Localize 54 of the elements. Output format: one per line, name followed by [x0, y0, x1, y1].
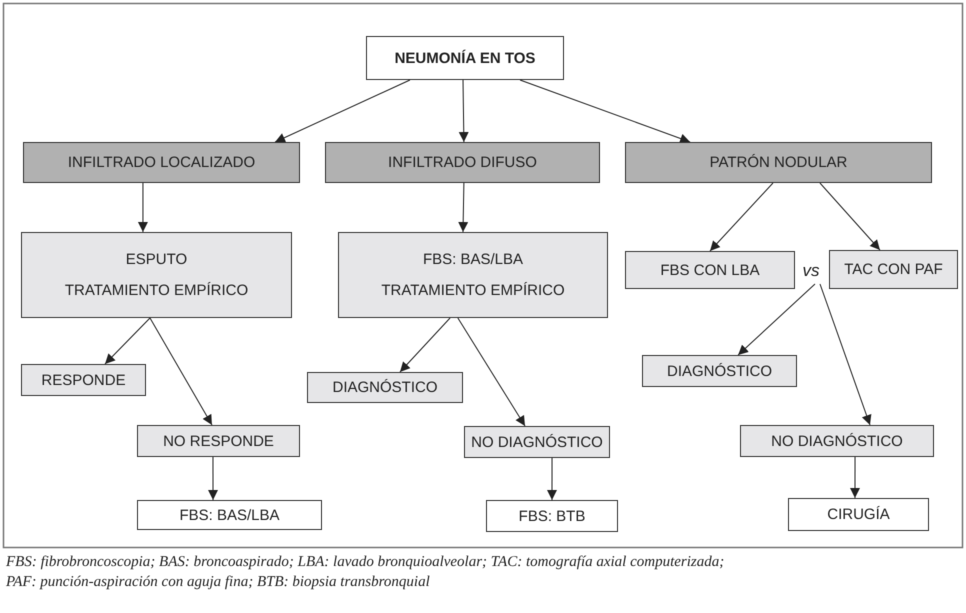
- process-box: [23, 142, 300, 183]
- box-label: TAC CON PAF: [844, 261, 943, 278]
- arrow: [208, 456, 218, 500]
- process-box: [829, 250, 958, 289]
- caption: FBS: fibrobroncoscopia; BAS: broncoaspirado; LBA: lavado bronquioalveolar; TAC: tomografía axial computerizada; PAF: punción-aspiración con aguja fina; BTB: biopsia transbronquial: [6, 553, 726, 592]
- box-label: FBS CON LBA: [660, 262, 760, 278]
- box-label: NO DIAGNÓSTICO: [471, 434, 603, 450]
- box-label: NO RESPONDE: [163, 432, 274, 450]
- arrow: [104, 318, 150, 364]
- process-box: [642, 355, 797, 387]
- arrow: [138, 182, 148, 232]
- arrow: [457, 318, 526, 426]
- box-label: FBS: BAS/LBA: [422, 251, 524, 268]
- box-label: FBS: BAS/LBA: [179, 506, 280, 524]
- arrow: [738, 284, 816, 356]
- arrow: [819, 182, 880, 250]
- box-label: INFILTRADO DIFUSO: [388, 154, 537, 171]
- arrow: [850, 456, 860, 498]
- box-label: TRATAMIENTO EMPÍRICO: [64, 282, 248, 299]
- arrow: [547, 458, 557, 500]
- versus-label: vs: [802, 261, 820, 281]
- box-label: CIRUGÍA: [827, 506, 890, 523]
- box-label: PATRÓN NODULAR: [710, 154, 848, 171]
- arrow: [399, 318, 451, 372]
- process-box: [21, 232, 292, 318]
- process-box: [625, 142, 932, 183]
- process-box: [464, 426, 610, 458]
- process-box: [788, 498, 929, 531]
- box-label: RESPONDE: [41, 372, 126, 388]
- box-label: DIAGNÓSTICO: [666, 362, 772, 380]
- box-label: NO DIAGNÓSTICO: [771, 432, 903, 450]
- arrow: [710, 182, 774, 252]
- arrow: [458, 80, 469, 142]
- process-box: [486, 500, 618, 532]
- process-box: [21, 364, 146, 396]
- box-label: ESPUTO: [126, 251, 188, 268]
- box-label: TRATAMIENTO EMPÍRICO: [381, 282, 565, 299]
- process-box: [325, 142, 600, 183]
- process-box: [137, 425, 300, 457]
- process-box: [740, 425, 934, 457]
- arrow: [458, 182, 468, 232]
- process-box: [625, 251, 795, 289]
- arrow: [150, 318, 212, 426]
- process-box: [137, 500, 322, 530]
- box-label: FBS: BTB: [518, 508, 586, 524]
- process-box: [366, 36, 564, 80]
- process-box: [338, 232, 608, 318]
- box-label: INFILTRADO LOCALIZADO: [68, 154, 256, 171]
- arrow: [820, 284, 872, 426]
- box-label: DIAGNÓSTICO: [332, 379, 438, 396]
- box-label: NEUMONÍA EN TOS: [394, 50, 536, 66]
- arrow: [274, 80, 410, 142]
- process-box: [307, 372, 463, 403]
- arrow: [520, 80, 691, 144]
